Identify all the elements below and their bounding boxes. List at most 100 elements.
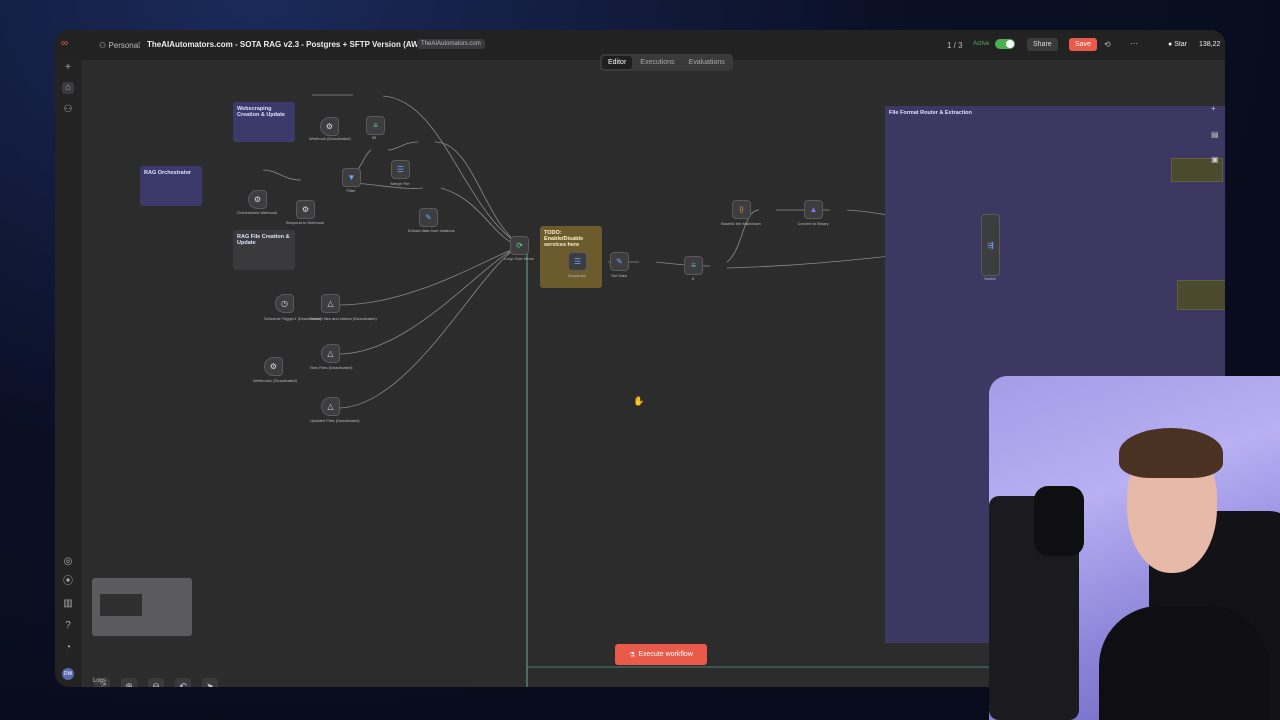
- webhook-icon: ⚙: [253, 195, 262, 204]
- connection: [387, 141, 419, 151]
- switch-icon: ⇶: [987, 240, 994, 250]
- search-files-node[interactable]: △: [321, 294, 340, 313]
- variables-icon[interactable]: ⦿: [63, 576, 73, 587]
- schedule-trigger-node[interactable]: ◷: [275, 294, 294, 313]
- switch-node[interactable]: ⇶: [981, 214, 1000, 276]
- node-label: Webhook (Deactivated): [309, 136, 351, 141]
- if3-node[interactable]: ≡: [366, 116, 385, 135]
- history-icon[interactable]: ⟲: [1104, 40, 1111, 49]
- node-label: If: [691, 276, 695, 281]
- node-label: Convert to Binary: [797, 221, 829, 226]
- if-node[interactable]: ≡: [684, 256, 703, 275]
- undo-icon[interactable]: ↶: [175, 678, 191, 687]
- filter-node[interactable]: ▼: [342, 168, 361, 187]
- view-tabs: Editor Executions Evaluations: [600, 54, 733, 71]
- tab-editor[interactable]: Editor: [602, 56, 633, 69]
- active-label: Active: [973, 41, 990, 47]
- select-tool-icon[interactable]: ➤: [202, 678, 218, 687]
- top-bar: ∞ ⚇ Personal / TheAIAutomators.com - SOT…: [55, 30, 1225, 61]
- sticky-webscraping[interactable]: Webscraping Creation & Update: [233, 102, 295, 142]
- templates-icon[interactable]: ◎: [63, 556, 73, 567]
- github-icon: ●: [1168, 41, 1173, 48]
- extract-data-node[interactable]: ✎: [419, 208, 438, 227]
- panel-icon[interactable]: ▣: [1211, 155, 1219, 164]
- save-button[interactable]: Save: [1069, 38, 1097, 51]
- workspace-label[interactable]: ⚇ Personal: [99, 41, 140, 50]
- connection: [726, 209, 760, 263]
- node-label: Search files and folders (Deactivated): [310, 316, 377, 321]
- more-menu-icon[interactable]: ⋯: [1130, 39, 1138, 48]
- tab-executions[interactable]: Executions: [640, 59, 675, 66]
- webhook-icon: ⚙: [269, 362, 278, 371]
- microphone: [1034, 486, 1084, 556]
- loop-icon: ⟳: [516, 241, 523, 250]
- new-files-node[interactable]: △: [321, 344, 340, 363]
- zoom-out-icon[interactable]: ⊖: [148, 678, 164, 687]
- execute-workflow-button[interactable]: ⚗ Execute workflow: [615, 644, 707, 665]
- person-hair: [1119, 428, 1223, 478]
- sticky-note-small[interactable]: [1177, 280, 1225, 310]
- convert-binary-node[interactable]: ▲: [804, 200, 823, 219]
- minimap[interactable]: [92, 578, 192, 636]
- merge-file-node[interactable]: ☰: [391, 160, 410, 179]
- orchestrator-webhook-node[interactable]: ⚙: [248, 190, 267, 209]
- updated-files-node[interactable]: △: [321, 397, 340, 416]
- node-label: Webhook1 (Deactivated): [253, 378, 297, 383]
- breadcrumb-separator: /: [138, 41, 141, 50]
- webhook1-node[interactable]: ⚙: [264, 357, 283, 376]
- pencil-icon: ✎: [616, 257, 623, 266]
- note-icon[interactable]: ▤: [1211, 130, 1219, 139]
- home-icon[interactable]: ⌂: [62, 82, 74, 94]
- github-star-count: 138,22: [1199, 41, 1221, 48]
- base64-markdown-node[interactable]: {}: [732, 200, 751, 219]
- workflow-tag[interactable]: TheAIAutomators.com: [417, 39, 485, 49]
- zoom-in-icon[interactable]: ⊕: [121, 678, 137, 687]
- connection: [337, 245, 522, 355]
- connection: [382, 95, 522, 247]
- node-label: New Files (Deactivated): [310, 365, 353, 370]
- google-drive-icon: △: [327, 299, 334, 308]
- node-label: Filter: [346, 188, 356, 193]
- clock-icon: ◷: [281, 299, 288, 308]
- node-label: Merge File: [390, 181, 410, 186]
- node-label: Loop Over Items: [504, 256, 534, 261]
- left-sidebar: + ⌂ ⚇ ◎ ⦿ ▥ ? ◔ DW: [55, 60, 83, 687]
- workflow-title[interactable]: TheAIAutomators.com - SOTA RAG v2.3 - Po…: [147, 40, 443, 49]
- fit-view-icon[interactable]: ⤢: [94, 678, 110, 687]
- sticky-rag-orchestrator[interactable]: RAG Orchestrator: [140, 166, 202, 206]
- webcam-overlay: [989, 376, 1280, 720]
- user-icon[interactable]: ⚇: [63, 104, 73, 115]
- download-node[interactable]: ☰: [568, 252, 587, 271]
- code-braces-icon: {}: [739, 206, 744, 213]
- n8n-logo[interactable]: ∞: [61, 38, 69, 49]
- node-label: Respond to Webhook: [285, 220, 325, 225]
- tab-evaluations[interactable]: Evaluations: [688, 59, 725, 66]
- avatar[interactable]: DW: [62, 668, 74, 680]
- help-icon[interactable]: ?: [65, 620, 71, 631]
- set-data-node[interactable]: ✎: [610, 252, 629, 271]
- loop-over-items-node[interactable]: ⟳: [510, 236, 529, 255]
- add-node-icon[interactable]: +: [1211, 104, 1216, 113]
- insights-icon[interactable]: ▥: [63, 598, 73, 609]
- hand-cursor-icon: ✋: [633, 396, 645, 406]
- google-drive-icon: △: [327, 402, 334, 411]
- sticky-rag-file-creation[interactable]: RAG File Creation & Update: [233, 230, 295, 270]
- node-label: If3: [371, 135, 377, 140]
- sticky-note-small[interactable]: [1171, 158, 1223, 182]
- node-label: Orchestrator Webhook: [237, 210, 278, 215]
- logs-toggle[interactable]: Logs: [93, 678, 107, 684]
- node-label: Updated Files (Deactivated): [310, 418, 360, 423]
- connection: [262, 169, 302, 181]
- pager[interactable]: 1 / 3: [947, 41, 963, 50]
- webhook-node[interactable]: ⚙: [320, 117, 339, 136]
- plus-icon[interactable]: +: [65, 62, 71, 73]
- respond-webhook-node[interactable]: ⚙: [296, 200, 315, 219]
- list-icon: ☰: [573, 257, 582, 266]
- active-toggle[interactable]: [995, 39, 1015, 49]
- share-button[interactable]: Share: [1027, 38, 1058, 51]
- branch-icon: ≡: [691, 261, 696, 270]
- person-icon: ⚇: [99, 41, 107, 50]
- bell-icon[interactable]: ◔: [64, 642, 72, 653]
- github-star-button[interactable]: ● Star: [1168, 41, 1188, 48]
- connection: [337, 245, 522, 409]
